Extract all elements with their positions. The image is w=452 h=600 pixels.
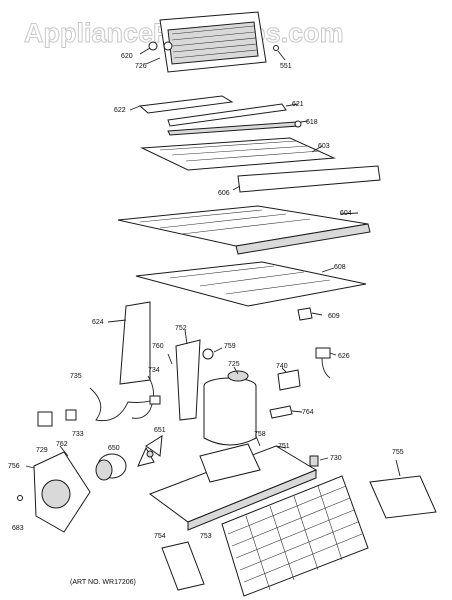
- label-603: 603: [318, 143, 330, 150]
- part-730[interactable]: [221, 475, 369, 597]
- label-740: 740: [276, 363, 288, 370]
- label-762: 762: [56, 441, 68, 448]
- part-760[interactable]: [167, 353, 173, 365]
- part-651[interactable]: [137, 435, 163, 467]
- label-735: 735: [70, 373, 82, 380]
- label-753: 753: [200, 533, 212, 540]
- label-620: 620: [121, 53, 133, 60]
- evaporator-part[interactable]: [159, 11, 267, 73]
- part-609[interactable]: [297, 307, 313, 321]
- label-622: 622: [114, 107, 126, 114]
- label-551: 551: [280, 63, 292, 70]
- part-621[interactable]: [167, 103, 287, 127]
- label-609: 609: [328, 313, 340, 320]
- label-759: 759: [224, 343, 236, 350]
- part-759[interactable]: [202, 348, 214, 360]
- part-622[interactable]: [138, 95, 234, 114]
- label-604: 604: [340, 210, 352, 217]
- label-760: 760: [152, 343, 164, 350]
- part-764[interactable]: [269, 405, 293, 419]
- part-604[interactable]: [117, 205, 371, 255]
- label-756: 756: [8, 463, 20, 470]
- label-651: 651: [154, 427, 166, 434]
- part-603[interactable]: [140, 137, 336, 171]
- label-730: 730: [330, 455, 342, 462]
- label-733: 733: [72, 431, 84, 438]
- label-606: 606: [218, 190, 230, 197]
- label-626: 626: [338, 353, 350, 360]
- part-734[interactable]: [131, 375, 154, 419]
- part-650[interactable]: [95, 453, 127, 481]
- part-606[interactable]: [237, 165, 381, 193]
- label-764: 764: [302, 409, 314, 416]
- label-729: 729: [36, 447, 48, 454]
- part-624[interactable]: [119, 301, 151, 385]
- label-608: 608: [334, 264, 346, 271]
- label-683: 683: [12, 525, 24, 532]
- art-number: (ART NO. WR17206): [70, 579, 136, 586]
- label-755: 755: [392, 449, 404, 456]
- part-608[interactable]: [135, 261, 367, 307]
- part-754[interactable]: [161, 541, 205, 591]
- part-753[interactable]: [148, 443, 318, 531]
- label-751: 751: [278, 443, 290, 450]
- label-725: 725: [228, 361, 240, 368]
- part-551[interactable]: [273, 45, 279, 51]
- part-755[interactable]: [369, 475, 437, 519]
- label-758: 758: [254, 431, 266, 438]
- part-729[interactable]: [37, 411, 53, 427]
- part-725[interactable]: [203, 370, 257, 446]
- part-620[interactable]: [148, 41, 158, 51]
- label-752: 752: [175, 325, 187, 332]
- part-756[interactable]: [33, 451, 91, 533]
- label-618: 618: [306, 119, 318, 126]
- part-683[interactable]: [17, 495, 23, 501]
- part-740[interactable]: [277, 369, 301, 391]
- label-621: 621: [292, 101, 304, 108]
- part-626[interactable]: [315, 347, 331, 379]
- label-726: 726: [135, 63, 147, 70]
- part-733[interactable]: [65, 409, 77, 421]
- part-735[interactable]: [89, 387, 159, 422]
- label-624: 624: [92, 319, 104, 326]
- label-650: 650: [108, 445, 120, 452]
- label-734: 734: [148, 367, 160, 374]
- part-752[interactable]: [175, 339, 201, 421]
- label-754: 754: [154, 533, 166, 540]
